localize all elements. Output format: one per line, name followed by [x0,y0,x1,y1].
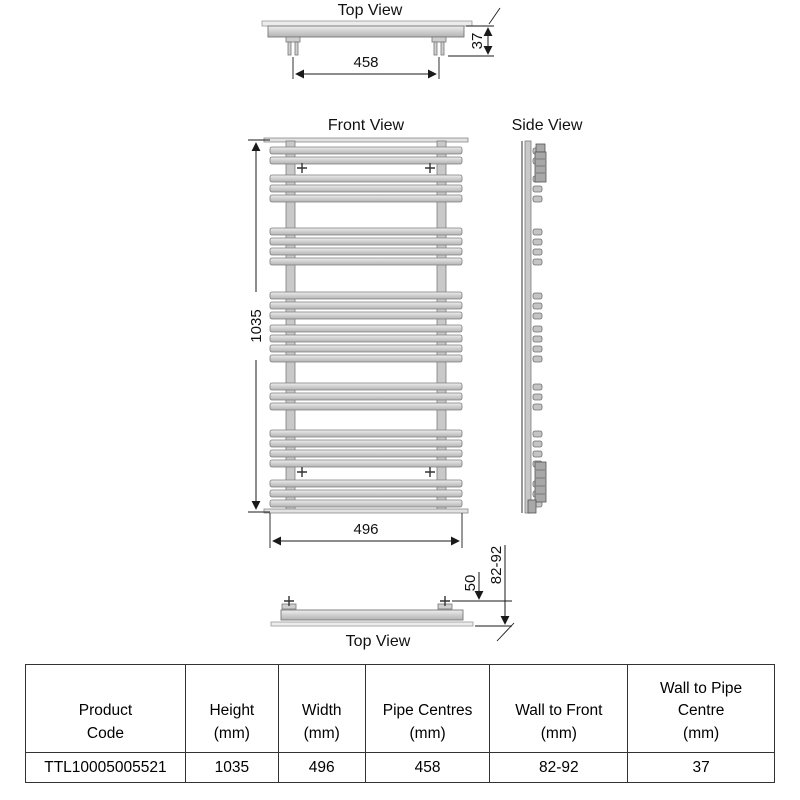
dim-wall-to-pipe-value: 37 [469,33,486,50]
side-view-bottom-bracket [527,461,547,514]
side-view-top-bracket [534,143,547,183]
spec-table-header-row: Product Code Height (mm) Width (mm) Pipe… [25,664,775,753]
dim-height-value: 1035 [248,309,265,342]
header-wall-to-front: Wall to Front (mm) [489,664,629,753]
dim-wall-to-front: 82-92 [488,545,510,625]
dim-width: 496 [269,513,463,548]
front-view-rails [269,146,463,508]
dim-height: 1035 [247,139,270,513]
top-view-wall-strip [261,20,473,27]
header-pipe-centres: Pipe Centres (mm) [364,664,491,753]
dim-pipe-centres: 458 [292,54,440,79]
front-view-fixing-marks [297,163,435,477]
cell-wall-to-front: 82-92 [489,752,629,783]
technical-drawing: Top View 458 37 [247,2,583,650]
header-height: Height (mm) [184,664,279,753]
bottom-view-radiator-body [280,609,464,621]
dim-depth-50: 50 [462,572,484,600]
cell-wall-to-pipe-centre: 37 [627,752,775,783]
top-view-bracket-right [431,36,447,56]
top-view: Top View 458 37 [261,2,501,79]
front-view-bottom-cap [263,508,469,514]
spec-table-data-row: TTL10005005521 1035 496 458 82-92 37 [25,752,775,783]
bottom-top-view-label: Top View [346,633,411,650]
spec-table: Product Code Height (mm) Width (mm) Pipe… [25,664,775,783]
side-view-rail-ends [532,147,543,508]
side-view-label: Side View [512,117,583,134]
dim-pipe-centres-value: 458 [353,54,378,71]
bottom-view-wall-strip [270,621,474,627]
header-product-code: Product Code [25,664,186,753]
cell-height: 1035 [184,752,279,783]
bottom-view-fixing-marks [281,596,453,610]
side-view-profile-bar [524,140,532,514]
header-width: Width (mm) [277,664,366,753]
dim-depth-value: 50 [462,575,479,592]
cell-width: 496 [277,752,366,783]
cell-pipe-centres: 458 [364,752,491,783]
dim-wall-to-front-value: 82-92 [488,546,505,584]
dim-wall-to-pipe: 37 [448,7,501,57]
header-wall-to-pipe-centre: Wall to Pipe Centre (mm) [627,664,775,753]
top-view-radiator-body [267,25,465,38]
front-view: Front View [247,117,469,548]
bottom-top-view: Top View 50 82-92 [270,545,515,650]
side-view: Side View [512,117,583,514]
front-view-label: Front View [328,117,405,134]
dim-width-value: 496 [353,521,378,538]
top-view-label: Top View [338,2,403,19]
cell-product-code: TTL10005005521 [25,752,186,783]
top-view-bracket-left [285,36,301,56]
ext-tick [496,622,515,642]
